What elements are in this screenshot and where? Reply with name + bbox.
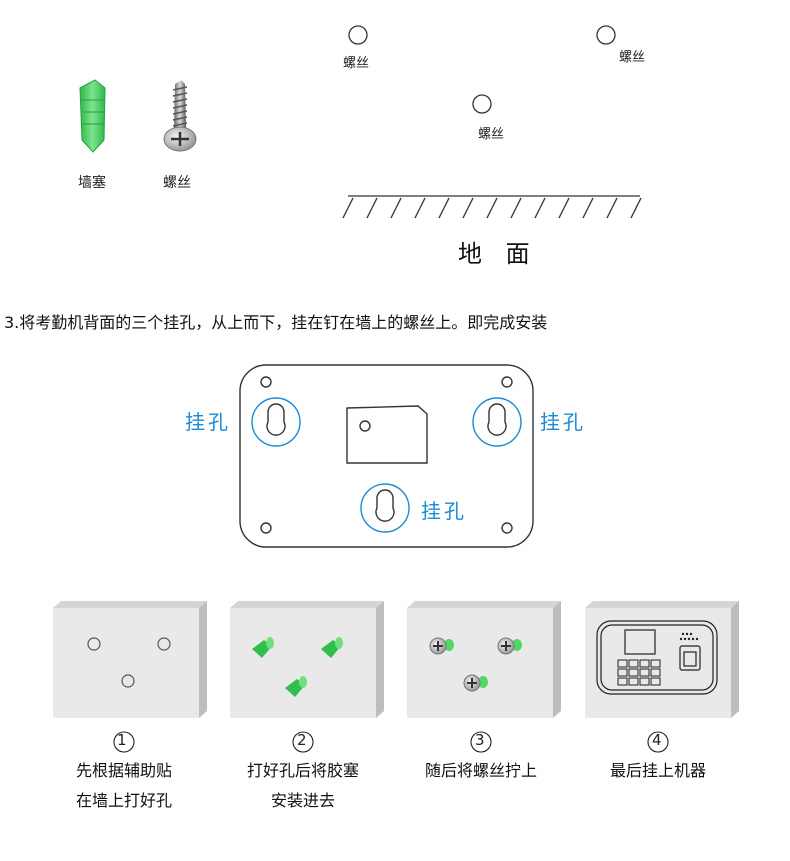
device-back-panel <box>239 364 534 548</box>
hanging-hole-label-bottom: 挂孔 <box>421 499 467 523</box>
step-number-2-digit: 2 <box>297 731 307 749</box>
hanging-hole-left <box>251 397 301 447</box>
step-caption-2-line1: 打好孔后将胶塞 <box>246 761 359 780</box>
anchor-installed-3 <box>285 676 307 697</box>
step-panel-1 <box>53 601 207 718</box>
step-caption-1-line1: 先根据辅助贴 <box>75 761 172 780</box>
ground-label: 地 面 <box>458 240 538 268</box>
step-number-circle-2 <box>292 731 314 753</box>
anchor-label: 墙塞 <box>78 175 106 191</box>
screw-installed-1 <box>429 637 454 655</box>
screw-illustration <box>163 80 197 152</box>
anchor-installed-2 <box>321 637 343 658</box>
step-number-1-digit: 1 <box>117 731 127 749</box>
screw-position-3 <box>472 94 492 114</box>
step-number-circle-1 <box>113 731 135 753</box>
screw-label: 螺丝 <box>163 175 191 191</box>
step-caption-3: 随后将螺丝拧上 <box>401 756 561 786</box>
step-panel-4 <box>585 601 739 718</box>
ground-line <box>342 195 642 219</box>
step-caption-2: 打好孔后将胶塞 安装进去 <box>223 756 383 816</box>
wall-anchor-illustration <box>79 79 106 153</box>
hanging-hole-bottom <box>360 483 410 533</box>
hanging-hole-label-right: 挂孔 <box>540 410 586 434</box>
step-number-circle-4 <box>647 731 669 753</box>
step-caption-4-line1: 最后挂上机器 <box>609 761 706 780</box>
step-panel-3 <box>407 601 561 718</box>
step-caption-3-line1: 随后将螺丝拧上 <box>424 761 537 780</box>
step-caption-1-line2: 在墙上打好孔 <box>75 791 172 810</box>
screw-installed-3 <box>463 674 488 692</box>
hanging-hole-right <box>472 397 522 447</box>
hanging-hole-label-left: 挂孔 <box>185 410 231 434</box>
step-caption-2-line2: 安装进去 <box>270 791 335 810</box>
anchor-installed-1 <box>252 637 274 658</box>
screw-position-1 <box>348 25 368 45</box>
attendance-machine-illustration <box>596 620 718 695</box>
step-panel-2 <box>230 601 384 718</box>
step-number-3-digit: 3 <box>475 731 485 749</box>
wall-screw-label-2: 螺丝 <box>619 50 646 65</box>
step-number-circle-3 <box>470 731 492 753</box>
step-number-4-digit: 4 <box>652 731 662 749</box>
wall-screw-label-1: 螺丝 <box>343 56 370 71</box>
step-caption-1: 先根据辅助贴 在墙上打好孔 <box>44 756 204 816</box>
step-caption-4: 最后挂上机器 <box>578 756 738 786</box>
screw-position-2 <box>596 25 616 45</box>
step3-instruction: 3.将考勤机背面的三个挂孔，从上而下，挂在钉在墙上的螺丝上。即完成安装 <box>4 313 548 332</box>
screw-installed-2 <box>497 637 522 655</box>
wall-screw-label-3: 螺丝 <box>478 127 505 142</box>
